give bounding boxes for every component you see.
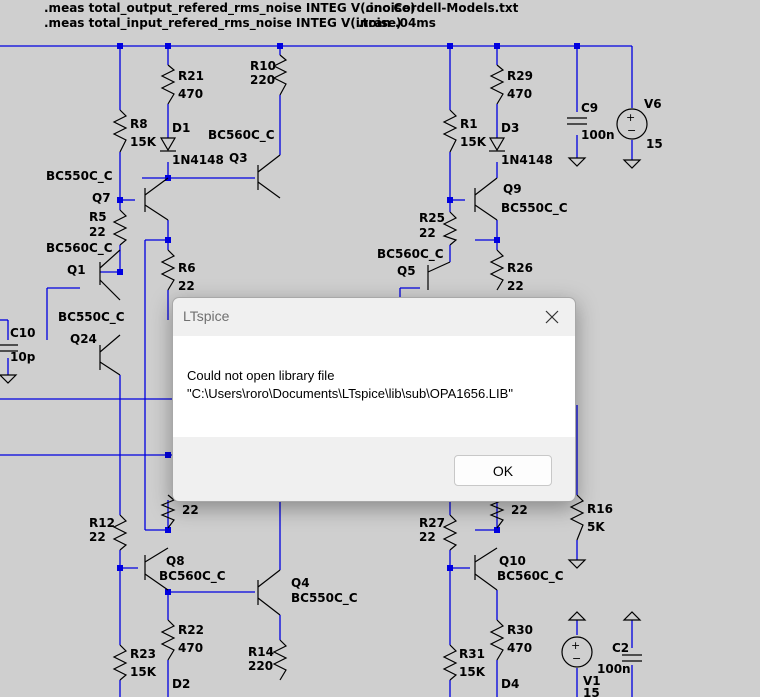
- label-d4: D4: [501, 677, 519, 691]
- dialog-body: Could not open library file "C:\Users\ro…: [173, 336, 575, 437]
- svg-text:470: 470: [178, 641, 203, 655]
- svg-text:220: 220: [250, 73, 275, 87]
- dialog-message: Could not open library file: [187, 368, 335, 383]
- svg-text:22: 22: [419, 530, 436, 544]
- label-r12: R12: [89, 516, 115, 530]
- label-q5-model: BC560C_C: [377, 247, 444, 262]
- label-q7-model: BC550C_C: [46, 169, 113, 184]
- label-r27: R27: [419, 516, 445, 530]
- label-r23: R23: [130, 647, 156, 661]
- meas-input-directive[interactable]: .meas total_input_refered_rms_noise INTE…: [44, 16, 402, 31]
- label-r8: R8: [130, 117, 148, 131]
- label-v1: V1: [583, 674, 601, 688]
- svg-text:470: 470: [507, 641, 532, 655]
- svg-text:22: 22: [89, 225, 106, 239]
- label-q5: Q5: [397, 264, 416, 278]
- svg-text:−: −: [572, 652, 581, 665]
- svg-text:470: 470: [178, 87, 203, 101]
- close-icon: [545, 310, 559, 324]
- label-r31: R31: [459, 647, 485, 661]
- label-d1: D1: [172, 121, 190, 135]
- dialog-file-path: "C:\Users\roro\Documents\LTspice\lib\sub…: [187, 386, 513, 401]
- svg-text:15: 15: [583, 686, 600, 697]
- label-r10: R10: [250, 59, 276, 73]
- capacitor-symbols: [0, 117, 642, 662]
- label-r30: R30: [507, 623, 533, 637]
- svg-text:+: +: [626, 111, 635, 124]
- label-r-right-low: 22: [511, 503, 528, 517]
- svg-text:BC560C_C: BC560C_C: [159, 569, 226, 584]
- label-q9: Q9: [503, 182, 522, 196]
- label-r-left-low: 22: [182, 503, 199, 517]
- svg-text:22: 22: [89, 530, 106, 544]
- label-c9: C9: [581, 101, 598, 115]
- svg-text:22: 22: [178, 279, 195, 293]
- transistor-symbols: [99, 154, 498, 616]
- label-q3-model: BC560C_C: [208, 128, 275, 143]
- include-directive[interactable]: .inc Cordell-Models.txt: [365, 1, 519, 15]
- svg-text:BC550C_C: BC550C_C: [501, 201, 568, 216]
- label-r22: R22: [178, 623, 204, 637]
- component-labels: R21 470 R10 220 R8 15K D1 1N4148 BC560C_…: [10, 59, 663, 697]
- label-c10: C10: [10, 326, 36, 340]
- label-q1-model: BC560C_C: [46, 241, 113, 256]
- svg-text:−: −: [627, 124, 636, 137]
- label-q7: Q7: [92, 191, 111, 205]
- svg-text:15K: 15K: [130, 135, 157, 149]
- svg-text:BC560C_C: BC560C_C: [497, 569, 564, 584]
- label-q24-model: BC550C_C: [58, 310, 125, 325]
- svg-text:5K: 5K: [587, 520, 605, 534]
- voltage-source-symbols: + − + −: [561, 108, 648, 668]
- label-d3: D3: [501, 121, 519, 135]
- label-q8: Q8: [166, 554, 185, 568]
- label-q4: Q4: [291, 576, 310, 590]
- junctions: [117, 43, 580, 595]
- svg-text:220: 220: [248, 659, 273, 673]
- error-dialog: LTspice Could not open library file "C:\…: [172, 297, 576, 502]
- svg-text:15: 15: [646, 137, 663, 151]
- svg-text:BC550C_C: BC550C_C: [291, 591, 358, 606]
- label-c2: C2: [612, 641, 629, 655]
- ground-symbols: [0, 157, 642, 621]
- label-q3: Q3: [229, 151, 248, 165]
- ok-button[interactable]: OK: [454, 455, 552, 486]
- svg-text:1N4148: 1N4148: [501, 153, 553, 167]
- label-q10: Q10: [499, 554, 526, 568]
- label-r5: R5: [89, 210, 107, 224]
- svg-text:22: 22: [419, 226, 436, 240]
- label-r16: R16: [587, 502, 613, 516]
- tran-directive[interactable]: .tran .04ms: [358, 16, 436, 30]
- label-v6: V6: [644, 97, 662, 111]
- label-q1: Q1: [67, 263, 86, 277]
- svg-text:22: 22: [507, 279, 524, 293]
- meas-output-directive[interactable]: .meas total_output_refered_rms_noise INT…: [44, 1, 416, 16]
- svg-text:100n: 100n: [581, 128, 615, 142]
- svg-text:15K: 15K: [130, 665, 157, 679]
- svg-text:15K: 15K: [460, 135, 487, 149]
- svg-text:10p: 10p: [10, 350, 36, 364]
- label-r29: R29: [507, 69, 533, 83]
- label-r21: R21: [178, 69, 204, 83]
- label-q24: Q24: [70, 332, 97, 346]
- diode-symbols: [159, 137, 506, 152]
- label-d2: D2: [172, 677, 190, 691]
- svg-text:+: +: [571, 639, 580, 652]
- label-r1: R1: [460, 117, 478, 131]
- label-r25: R25: [419, 211, 445, 225]
- svg-text:470: 470: [507, 87, 532, 101]
- wires: [0, 45, 633, 697]
- label-r6: R6: [178, 261, 196, 275]
- dialog-close-button[interactable]: [537, 304, 567, 330]
- label-r26: R26: [507, 261, 533, 275]
- svg-text:100n: 100n: [597, 662, 631, 676]
- dialog-title: LTspice: [183, 308, 230, 324]
- svg-text:1N4148: 1N4148: [172, 153, 224, 167]
- label-r14: R14: [248, 645, 274, 659]
- svg-text:15K: 15K: [459, 665, 486, 679]
